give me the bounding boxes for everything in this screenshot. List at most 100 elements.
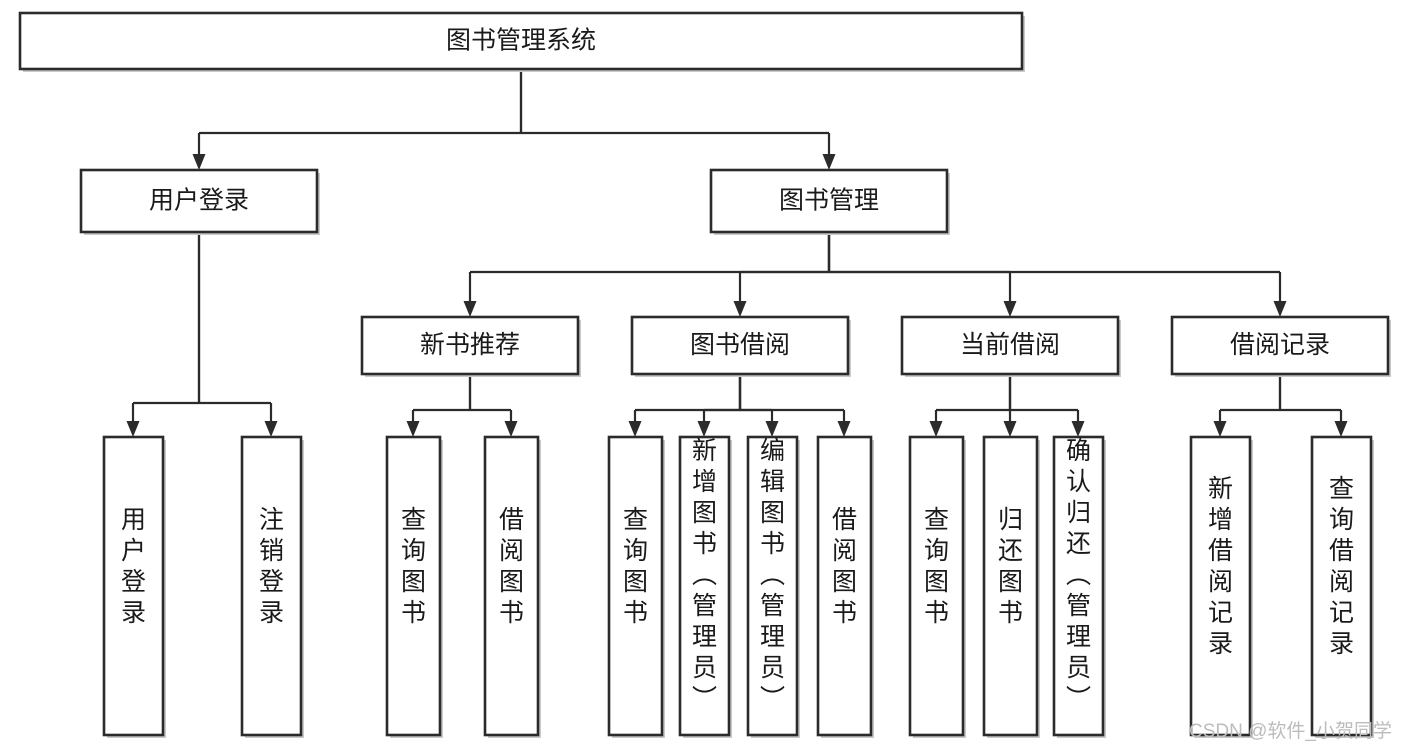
node-l-rc-query[interactable]: 查询借阅记录 — [1310, 435, 1374, 738]
arrowhead-icon — [192, 154, 206, 170]
node-current[interactable]: 当前借阅 — [900, 315, 1121, 377]
node-l-logout[interactable]: 注销登录 — [240, 435, 304, 738]
node-rect[interactable] — [1170, 315, 1390, 376]
node-login[interactable]: 用户登录 — [79, 168, 320, 235]
node-label: 注销登录 — [259, 506, 284, 627]
node-label: 用户登录 — [149, 187, 249, 215]
node-l-rc-add[interactable]: 新增借阅记录 — [1189, 435, 1253, 738]
arrowhead-icon — [504, 421, 518, 437]
edge-bookmgmt-to-current — [827, 232, 1017, 317]
node-l-cb-query[interactable]: 查询图书 — [908, 435, 966, 738]
arrowhead-icon — [733, 301, 747, 317]
arrowhead-icon — [406, 421, 420, 437]
arrowhead-icon — [1003, 301, 1017, 317]
edge-newbook-to-l-nb-query — [406, 374, 472, 437]
edge-newbook-to-l-nb-borrow — [468, 374, 518, 437]
arrowhead-icon — [126, 421, 140, 437]
arrowhead-icon — [1334, 421, 1348, 437]
node-label: 用户登录 — [121, 506, 146, 627]
node-l-bw-lend[interactable]: 借阅图书 — [816, 435, 874, 738]
node-l-nb-query[interactable]: 查询图书 — [385, 435, 443, 738]
node-rect[interactable] — [1052, 435, 1105, 737]
node-rect[interactable] — [746, 435, 799, 737]
node-label: 借阅图书 — [499, 506, 524, 627]
node-label: 查询借阅记录 — [1329, 475, 1354, 658]
node-l-bw-edit[interactable]: 编辑图书︵管理员︶ — [746, 435, 800, 738]
arrowhead-icon — [837, 421, 851, 437]
node-label: 新增借阅记录 — [1208, 475, 1233, 658]
arrowhead-icon — [929, 421, 943, 437]
node-label: 确认归还︵管理员︶ — [1066, 437, 1091, 713]
edge-borrow-to-l-bw-add — [697, 374, 742, 437]
node-label: 归还图书 — [998, 506, 1023, 627]
node-rect[interactable] — [18, 11, 1024, 71]
edge-records-to-l-rc-add — [1213, 374, 1282, 437]
node-rect[interactable] — [240, 435, 303, 737]
edge-current-to-l-cb-confirm — [1008, 374, 1085, 437]
node-rect[interactable] — [360, 315, 580, 376]
node-newbook[interactable]: 新书推荐 — [360, 315, 581, 377]
node-rect[interactable] — [816, 435, 873, 737]
edge-login-to-l-logout — [197, 232, 278, 437]
node-label: 当前借阅 — [960, 331, 1060, 359]
node-l-cb-confirm[interactable]: 确认归还︵管理员︶ — [1052, 435, 1106, 738]
arrowhead-icon — [628, 421, 642, 437]
node-rect[interactable] — [385, 435, 442, 737]
arrowhead-icon — [1213, 421, 1227, 437]
edge-borrow-to-l-bw-lend — [738, 374, 851, 437]
node-label: 查询图书 — [924, 506, 949, 627]
node-label: 查询图书 — [623, 506, 648, 627]
node-label: 查询图书 — [401, 506, 426, 627]
arrowhead-icon — [1273, 301, 1287, 317]
node-l-nb-borrow[interactable]: 借阅图书 — [483, 435, 541, 738]
node-label: 新书推荐 — [420, 331, 520, 359]
arrowhead-icon — [697, 421, 711, 437]
node-rect[interactable] — [607, 435, 664, 737]
node-rect[interactable] — [678, 435, 731, 737]
edge-root-to-login — [192, 69, 523, 170]
node-rect[interactable] — [982, 435, 1039, 737]
node-rect[interactable] — [102, 435, 165, 737]
edge-bookmgmt-to-newbook — [463, 232, 831, 317]
arrowhead-icon — [264, 421, 278, 437]
node-rect[interactable] — [79, 168, 319, 234]
edge-root-to-bookmgmt — [519, 69, 836, 170]
node-l-cb-return[interactable]: 归还图书 — [982, 435, 1040, 738]
edge-borrow-to-l-bw-query — [628, 374, 742, 437]
node-rect[interactable] — [483, 435, 540, 737]
node-rect[interactable] — [908, 435, 965, 737]
node-l-bw-add[interactable]: 新增图书︵管理员︶ — [678, 435, 732, 738]
node-layer: 图书管理系统用户登录图书管理新书推荐图书借阅当前借阅借阅记录用户登录注销登录查询… — [18, 11, 1391, 738]
node-bookmgmt[interactable]: 图书管理 — [709, 168, 950, 235]
node-root[interactable]: 图书管理系统 — [18, 11, 1025, 72]
node-label: 编辑图书︵管理员︶ — [760, 437, 785, 713]
node-rect[interactable] — [1310, 435, 1373, 737]
edge-bookmgmt-to-records — [827, 232, 1287, 317]
node-records[interactable]: 借阅记录 — [1170, 315, 1391, 377]
node-rect[interactable] — [630, 315, 850, 376]
edge-login-to-l-login — [126, 232, 201, 437]
node-rect[interactable] — [1189, 435, 1252, 737]
edge-current-to-l-cb-query — [929, 374, 1012, 437]
arrowhead-icon — [463, 301, 477, 317]
node-l-bw-query[interactable]: 查询图书 — [607, 435, 665, 738]
node-rect[interactable] — [709, 168, 949, 234]
node-label: 新增图书︵管理员︶ — [692, 437, 717, 713]
edge-borrow-to-l-bw-edit — [738, 374, 779, 437]
arrowhead-icon — [1003, 421, 1017, 437]
node-label: 图书管理系统 — [446, 27, 596, 55]
node-rect[interactable] — [900, 315, 1120, 376]
node-label: 图书借阅 — [690, 331, 790, 359]
edge-records-to-l-rc-query — [1278, 374, 1348, 437]
arrowhead-icon — [1071, 421, 1085, 437]
node-l-login[interactable]: 用户登录 — [102, 435, 166, 738]
arrowhead-icon — [822, 154, 836, 170]
node-label: 图书管理 — [779, 187, 879, 215]
edge-layer — [126, 69, 1348, 437]
node-borrow[interactable]: 图书借阅 — [630, 315, 851, 377]
csdn-watermark: CSDN @软件_小贺同学 — [1189, 720, 1392, 742]
node-label: 借阅图书 — [832, 506, 857, 627]
arrowhead-icon — [765, 421, 779, 437]
